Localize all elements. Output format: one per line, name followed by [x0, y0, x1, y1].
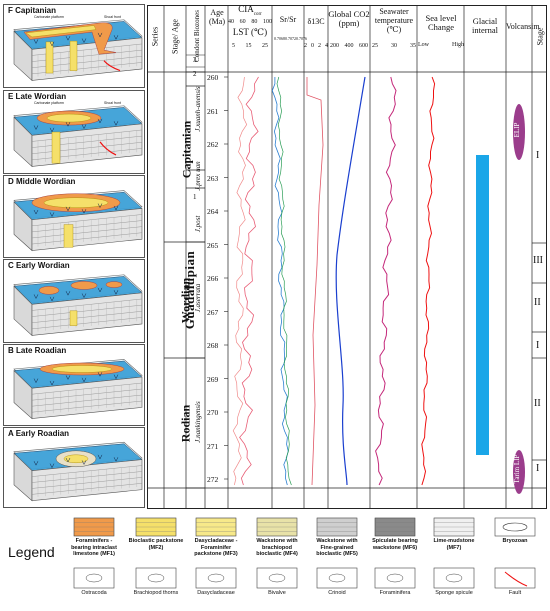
- stage-label-2: III: [533, 255, 543, 266]
- panel-inner-label: Shoal front: [104, 101, 121, 105]
- legend-item: Bivalve: [268, 590, 286, 596]
- legend-item: Bioclastic packstone (MF2): [128, 538, 184, 551]
- header-glacial: Glacial internal: [472, 16, 498, 35]
- stage-capitanian: Capitanian: [179, 120, 194, 179]
- legend-item: Crinoid: [328, 590, 346, 596]
- legend-item: Wackstone with Fine-grained bioclastic (…: [316, 538, 358, 557]
- header-sst: Seawater temperature (℃): [374, 7, 414, 34]
- panel-B: B Late Roadian: [3, 344, 145, 426]
- legend-item: Ostracoda: [81, 590, 107, 596]
- age-label: 260: [207, 73, 219, 82]
- stratigraphic-chart: [147, 5, 547, 509]
- panel-inner-label: Carbonate platform: [34, 15, 64, 19]
- panel-title: B Late Roadian: [8, 346, 67, 355]
- age-label: 270: [207, 408, 219, 417]
- age-label: 269: [207, 374, 219, 384]
- volcanism-elip-label: ELIP: [513, 122, 521, 138]
- zone-number-1: 1: [193, 193, 197, 201]
- panel-title: E Late Wordian: [8, 92, 67, 101]
- chart-content: [232, 76, 525, 494]
- age-label: 265: [207, 240, 219, 250]
- legend-item: Dasycladaceae - Foraminifer packstone (M…: [194, 538, 238, 557]
- panel-title: F Capitanian: [8, 6, 57, 15]
- stage-wordian: Wordian: [178, 277, 193, 324]
- column-grid: [147, 5, 547, 509]
- age-label: 263: [207, 173, 219, 183]
- legend-item: Foraminifera: [379, 590, 411, 596]
- age-label: 272: [207, 475, 219, 484]
- block-diagram: [13, 274, 143, 337]
- zone-number-3: 3: [193, 56, 197, 64]
- age-label: 271: [207, 441, 219, 451]
- legend-title: Legend: [8, 544, 55, 560]
- panel-A: A Early Roadian: [3, 427, 145, 508]
- legend-swatches: [73, 517, 536, 589]
- header-lst: LST (℃): [232, 27, 268, 37]
- chart-frame: [147, 5, 547, 509]
- header-sealevel: Sea level Change: [425, 13, 457, 32]
- block-diagram: [13, 190, 143, 252]
- legend-item: Lime-mudstone (MF7): [433, 538, 475, 551]
- header-cia: CIAcorr: [238, 4, 262, 17]
- panel-title: C Early Wordian: [8, 261, 70, 270]
- age-label: 261: [207, 106, 219, 116]
- legend-item: Fault: [508, 590, 522, 596]
- panel-title: D Middle Wordian: [8, 177, 76, 186]
- volcanism-tarim-label: Tarim LIP: [513, 454, 521, 484]
- legend-item: Brachiopod thorns: [133, 590, 179, 596]
- legend-item: Bryozoan: [502, 538, 528, 544]
- header-d13c: δ13C: [307, 17, 325, 26]
- header-sr: Sr/Sr: [279, 15, 297, 24]
- header-co2: Global CO2 (ppm): [328, 9, 370, 28]
- stage-label-1: I: [536, 150, 540, 161]
- age-label: 268: [207, 341, 219, 350]
- legend-item: Dasycladaceae: [197, 590, 235, 596]
- header-volcanism: Volcansim: [506, 22, 540, 31]
- legend-item: Foraminifers -bearing intraclast limesto…: [71, 538, 117, 557]
- stage-rodian: Rodian: [178, 404, 193, 443]
- header-age: Age (Ma): [209, 8, 225, 26]
- stage-label-6: I: [536, 463, 540, 474]
- zone-number-2: 2: [193, 70, 197, 78]
- block-diagram: [13, 359, 143, 420]
- biozone-prexuan: J.prex uan: [194, 161, 202, 191]
- legend-item: Sponge spicule: [435, 590, 473, 596]
- panel-C: C Early Wordian: [3, 259, 145, 343]
- block-diagram: [13, 105, 143, 168]
- biozone-post: J.post: [194, 215, 202, 233]
- stage-label-4: I: [536, 340, 540, 351]
- age-label: 267: [207, 307, 219, 317]
- age-label: 262: [207, 140, 219, 149]
- panel-D: D Middle Wordian: [3, 175, 145, 258]
- age-label: 266: [207, 274, 219, 283]
- legend-item: Spiculate bearing wackstone (MF6): [372, 538, 418, 551]
- age-label: 264: [207, 207, 219, 216]
- panel-inner-label: Carbonate platform: [34, 101, 64, 105]
- panel-inner-label: Shoal front: [104, 15, 121, 19]
- biozone-nankingensis: J.nankingensis: [194, 401, 202, 443]
- biozone-xuanhanensis: J.xuanh-anensis: [194, 86, 202, 132]
- stage-label-3: II: [534, 297, 541, 308]
- stage-label-5: II: [534, 398, 541, 409]
- block-diagram: [13, 19, 143, 82]
- legend-item: Wackstone with brachiopod bioclastic (MF…: [256, 538, 298, 557]
- biozone-aserrata: J.aserrata: [194, 283, 202, 313]
- panel-title: A Early Roadian: [8, 429, 70, 438]
- block-diagram: [13, 441, 143, 502]
